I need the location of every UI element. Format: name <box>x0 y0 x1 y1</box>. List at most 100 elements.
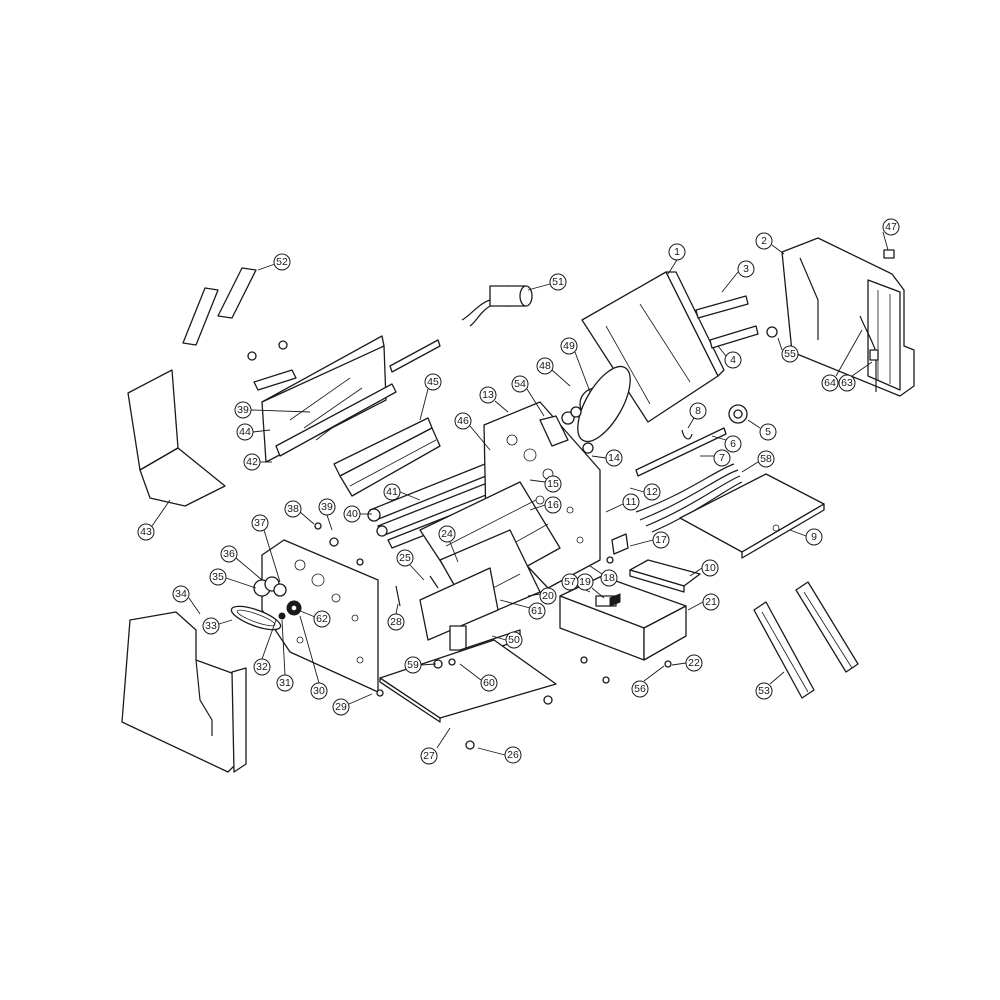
part-6-8-rod <box>635 427 727 477</box>
svg-text:39: 39 <box>321 501 333 513</box>
callout-42: 42 <box>243 453 261 471</box>
part-53-combs <box>753 581 859 699</box>
callout-1: 1 <box>668 243 686 261</box>
part-22-56-hardware <box>606 556 672 668</box>
svg-text:29: 29 <box>335 701 347 713</box>
callout-28: 28 <box>387 613 405 631</box>
leader-line <box>257 263 276 271</box>
callout-11: 11 <box>622 493 640 511</box>
callout-40: 40 <box>343 505 361 523</box>
svg-text:25: 25 <box>399 552 411 564</box>
leader-line <box>721 271 739 293</box>
svg-text:48: 48 <box>539 360 551 372</box>
callout-15: 15 <box>544 475 562 493</box>
leader-line <box>527 593 541 597</box>
callout-25: 25 <box>396 549 414 567</box>
leader-line <box>263 529 281 583</box>
callout-51: 51 <box>549 273 567 291</box>
leader-line <box>494 400 509 413</box>
leader-line <box>689 567 703 577</box>
leader-line <box>491 635 507 641</box>
part-2-cover <box>781 237 915 397</box>
leader-line <box>882 231 889 251</box>
leader-line <box>218 619 233 625</box>
leader-line <box>235 557 263 581</box>
part-58-wire-harness <box>635 463 743 533</box>
callout-62: 62 <box>313 610 331 628</box>
leader-line <box>250 409 311 413</box>
svg-text:46: 46 <box>457 415 469 427</box>
svg-text:20: 20 <box>542 590 554 602</box>
svg-text:59: 59 <box>407 659 419 671</box>
part-17-bracket <box>611 533 629 555</box>
leader-line <box>395 603 399 615</box>
leader-line <box>469 425 491 451</box>
callout-57: 57 <box>561 573 579 591</box>
svg-text:24: 24 <box>441 528 453 540</box>
part-1-top-cover <box>581 271 725 423</box>
leader-line <box>477 747 506 756</box>
leader-line <box>299 615 320 684</box>
svg-text:15: 15 <box>547 478 559 490</box>
leader-line <box>851 361 873 377</box>
part-5-roller <box>728 404 748 424</box>
svg-text:31: 31 <box>279 677 291 689</box>
svg-text:12: 12 <box>646 486 658 498</box>
leader-line <box>789 529 807 537</box>
leader-line <box>835 329 863 377</box>
leader-line <box>252 429 271 433</box>
svg-text:50: 50 <box>508 634 520 646</box>
svg-text:35: 35 <box>212 571 224 583</box>
svg-text:7: 7 <box>719 452 725 464</box>
callout-34: 34 <box>172 585 190 603</box>
leader-line <box>225 577 257 589</box>
callout-59: 59 <box>404 656 422 674</box>
callout-37: 37 <box>251 514 269 532</box>
leader-line <box>671 662 687 666</box>
svg-text:6: 6 <box>730 438 736 450</box>
part-48-49-pulleys <box>561 365 631 454</box>
callout-3: 3 <box>737 260 755 278</box>
leader-line <box>769 671 785 685</box>
callout-35: 35 <box>209 568 227 586</box>
leader-line <box>591 455 607 459</box>
callout-33: 33 <box>202 617 220 635</box>
callout-55: 55 <box>781 345 799 363</box>
leader-line <box>741 461 759 473</box>
leader-line <box>574 351 591 393</box>
callout-58: 58 <box>757 450 775 468</box>
callout-27: 27 <box>420 747 438 765</box>
svg-text:32: 32 <box>256 661 268 673</box>
callout-13: 13 <box>479 386 497 404</box>
callout-4: 4 <box>724 351 742 369</box>
svg-text:33: 33 <box>205 620 217 632</box>
svg-text:53: 53 <box>758 685 770 697</box>
callout-9: 9 <box>805 528 823 546</box>
leader-line <box>399 491 421 501</box>
svg-text:57: 57 <box>564 576 576 588</box>
leader-line <box>299 511 315 525</box>
parts-drawing <box>121 237 915 773</box>
svg-text:37: 37 <box>254 517 266 529</box>
leader-line <box>629 487 645 493</box>
callout-7: 7 <box>713 449 731 467</box>
svg-text:19: 19 <box>579 576 591 588</box>
leader-line <box>326 514 333 531</box>
svg-text:2: 2 <box>761 235 767 247</box>
leader-line <box>419 388 429 421</box>
leader-lines <box>151 231 889 756</box>
svg-text:8: 8 <box>695 405 701 417</box>
svg-text:38: 38 <box>287 503 299 515</box>
svg-text:58: 58 <box>760 453 772 465</box>
svg-text:4: 4 <box>730 354 736 366</box>
part-55-ball <box>766 326 778 338</box>
svg-text:30: 30 <box>313 685 325 697</box>
leader-line <box>591 587 605 599</box>
callout-56: 56 <box>631 680 649 698</box>
callout-14: 14 <box>605 449 623 467</box>
svg-text:40: 40 <box>346 508 358 520</box>
part-63-64-switch <box>859 315 879 392</box>
callout-44: 44 <box>236 423 254 441</box>
part-3-4-brackets <box>695 295 759 349</box>
leader-line <box>436 727 451 749</box>
